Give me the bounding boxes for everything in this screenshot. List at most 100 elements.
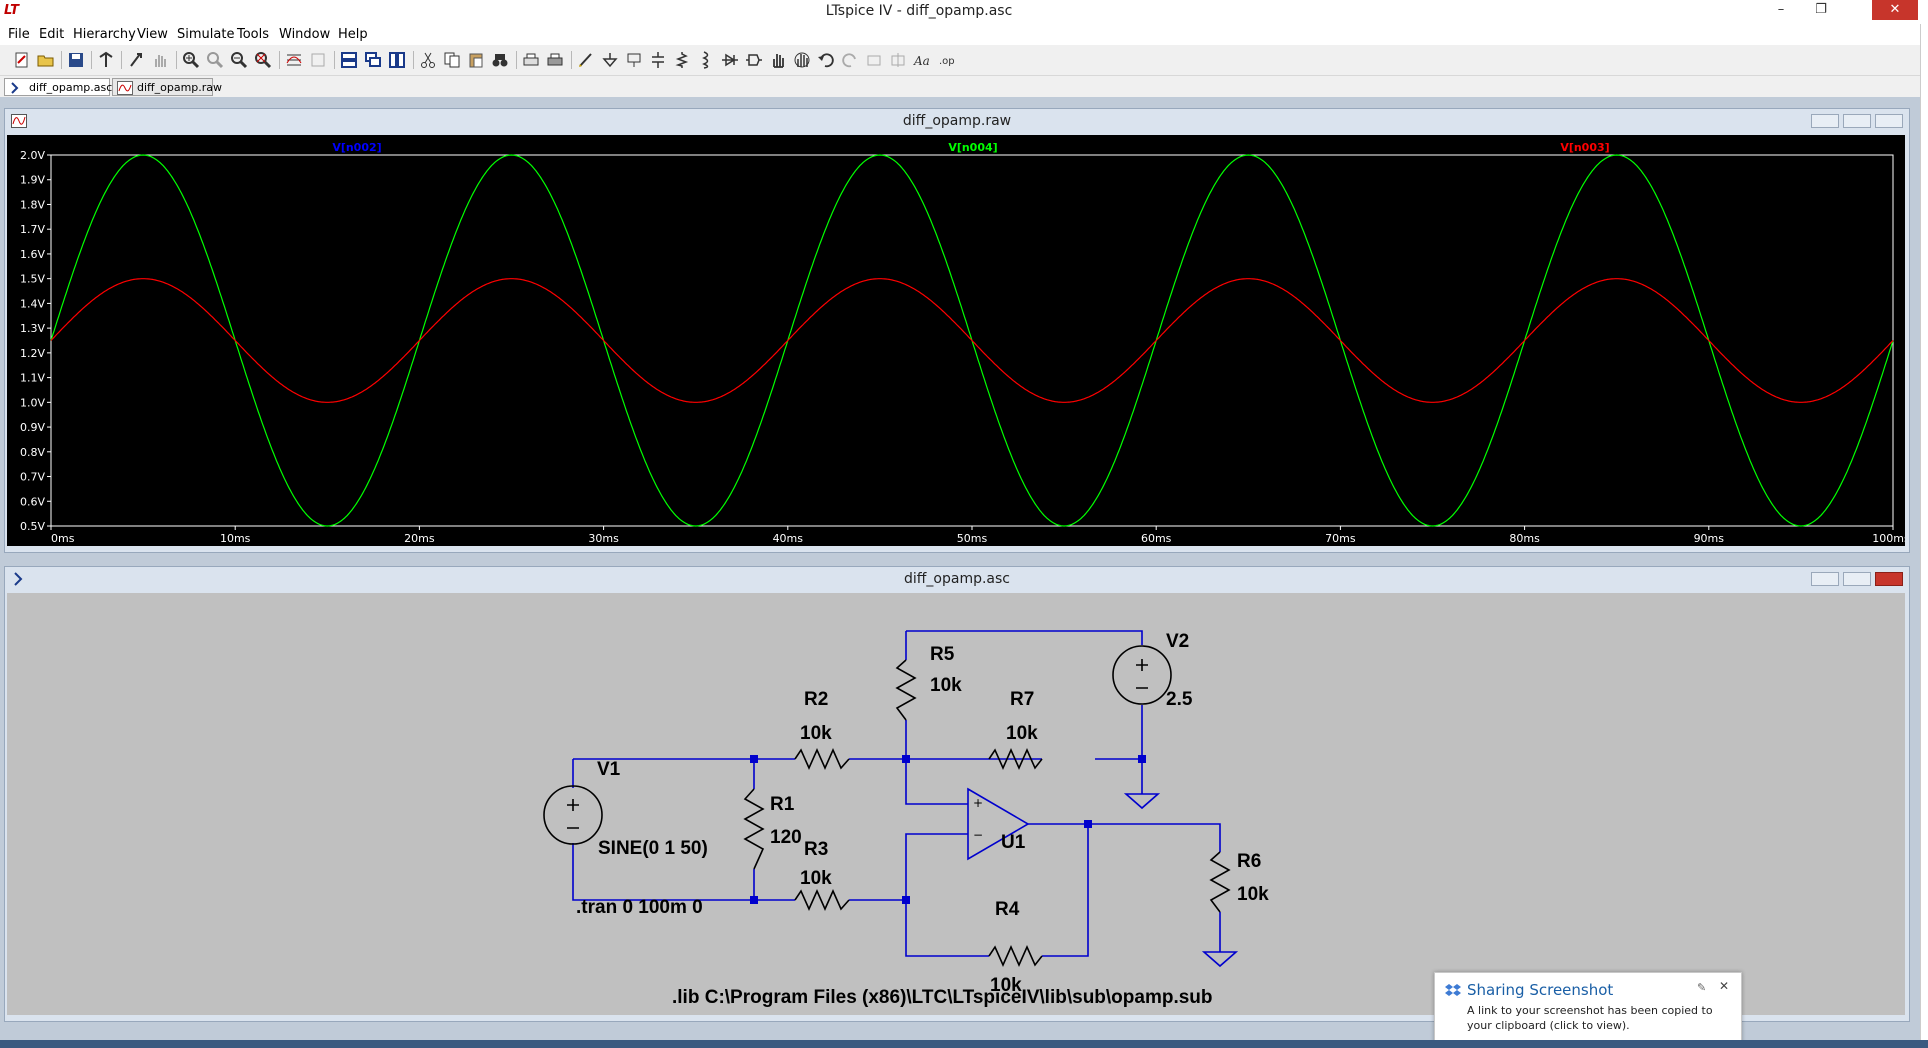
- new-schematic-icon[interactable]: [12, 50, 32, 70]
- waveform-maximize-button[interactable]: [1843, 114, 1871, 128]
- resistors[interactable]: [743, 659, 1231, 967]
- menu-window[interactable]: Window: [279, 27, 331, 42]
- autorange-icon[interactable]: [284, 50, 304, 70]
- app-logo-icon[interactable]: LT: [4, 3, 19, 18]
- ground-icon[interactable]: [600, 50, 620, 70]
- schematic-maximize-button[interactable]: [1843, 572, 1871, 586]
- mirror-icon[interactable]: [888, 50, 908, 70]
- text-icon[interactable]: Aa: [912, 50, 932, 70]
- toolbar: Aa .op: [0, 45, 1928, 76]
- print-preview-icon[interactable]: [521, 50, 541, 70]
- y-tick-label: 0.6V: [20, 495, 45, 508]
- resistor-r2: [794, 748, 850, 770]
- menu-hierarchy[interactable]: Hierarchy: [73, 27, 136, 42]
- schematic-minimize-button[interactable]: [1811, 572, 1839, 586]
- tile-vertical-icon[interactable]: [387, 50, 407, 70]
- save-icon[interactable]: [66, 50, 86, 70]
- pan-hand-icon[interactable]: [150, 50, 170, 70]
- zoom-fit-icon[interactable]: [253, 50, 273, 70]
- resistor-r5: [895, 659, 917, 721]
- y-tick-label: 1.3V: [20, 322, 45, 335]
- schematic-canvas[interactable]: + − V2 2.5 R5 10k R2 10k R7 10k: [7, 593, 1905, 1015]
- menu-edit[interactable]: Edit: [39, 27, 65, 42]
- run-simulation-icon[interactable]: [126, 50, 146, 70]
- y-tick-label: 0.5V: [20, 520, 45, 533]
- y-tick-label: 1.8V: [20, 198, 45, 211]
- open-folder-icon[interactable]: [36, 50, 56, 70]
- zoom-out-icon[interactable]: [229, 50, 249, 70]
- diode-icon[interactable]: [720, 50, 740, 70]
- tile-horizontal-icon[interactable]: [339, 50, 359, 70]
- copy-icon[interactable]: [442, 50, 462, 70]
- restore-button[interactable]: ❐: [1815, 2, 1827, 17]
- title-bar: LT LTspice IV - diff_opamp.asc – ❐ ✕: [0, 0, 1928, 24]
- zoom-back-icon[interactable]: [205, 50, 225, 70]
- label-net-icon[interactable]: [624, 50, 644, 70]
- lib-directive[interactable]: .lib C:\Program Files (x86)\LTC\LTspiceI…: [672, 987, 1213, 1008]
- drag-icon[interactable]: [792, 50, 812, 70]
- legend-trace-n003[interactable]: V[n003]: [1560, 141, 1609, 154]
- print-icon[interactable]: [545, 50, 565, 70]
- legend-trace-n004[interactable]: V[n004]: [948, 141, 997, 154]
- label-r1: R1: [770, 794, 795, 815]
- mark-unref-icon[interactable]: [308, 50, 328, 70]
- y-tick-label: 1.1V: [20, 372, 45, 385]
- menu-simulate[interactable]: Simulate: [177, 27, 235, 42]
- tab-label: diff_opamp.asc: [29, 81, 113, 94]
- cascade-icon[interactable]: [363, 50, 383, 70]
- notification-title: Sharing Screenshot: [1467, 981, 1614, 999]
- component-icon[interactable]: [744, 50, 764, 70]
- notification-close-button[interactable]: ✕: [1719, 979, 1730, 993]
- window-right-edge: [1920, 24, 1928, 1040]
- value-r5: 10k: [930, 675, 962, 696]
- cut-icon[interactable]: [418, 50, 438, 70]
- pin-icon[interactable]: ✎: [1697, 981, 1707, 994]
- ground-symbols: [1123, 783, 1239, 968]
- tab-schematic[interactable]: diff_opamp.asc: [4, 78, 113, 96]
- capacitor-icon[interactable]: [648, 50, 668, 70]
- sharing-notification[interactable]: Sharing Screenshot ✎ ✕ A link to your sc…: [1434, 972, 1742, 1048]
- redo-icon[interactable]: [840, 50, 860, 70]
- voltage-source-v1: [543, 785, 603, 845]
- spice-directive-icon[interactable]: .op: [936, 50, 956, 70]
- draw-wire-icon[interactable]: [576, 50, 596, 70]
- svg-text:Aa: Aa: [913, 54, 930, 68]
- dropbox-icon: [1445, 984, 1461, 996]
- y-tick-label: 1.4V: [20, 297, 45, 310]
- waveform-minimize-button[interactable]: [1811, 114, 1839, 128]
- resistor-r3: [794, 889, 850, 911]
- x-tick-label: 10ms: [220, 532, 251, 545]
- trace-vn003[interactable]: [50, 278, 1894, 403]
- menu-tools[interactable]: Tools: [237, 27, 270, 42]
- menu-help[interactable]: Help: [338, 27, 368, 42]
- move-hand-icon[interactable]: [768, 50, 788, 70]
- control-panel-icon[interactable]: [96, 50, 116, 70]
- tab-waveform[interactable]: diff_opamp.raw: [112, 78, 222, 96]
- schematic-window: diff_opamp.asc: [4, 566, 1910, 1022]
- find-icon[interactable]: [490, 50, 510, 70]
- minimize-button[interactable]: –: [1777, 2, 1785, 17]
- menu-file[interactable]: File: [8, 27, 30, 42]
- zoom-in-icon[interactable]: [181, 50, 201, 70]
- waveform-close-button[interactable]: [1875, 114, 1903, 128]
- undo-icon[interactable]: [816, 50, 836, 70]
- x-tick-label: 50ms: [957, 532, 988, 545]
- x-tick-label: 90ms: [1694, 532, 1725, 545]
- schematic-window-icon[interactable]: [11, 571, 27, 587]
- close-button[interactable]: ✕: [1872, 0, 1918, 20]
- resistor-icon[interactable]: [672, 50, 692, 70]
- tran-directive[interactable]: .tran 0 100m 0: [576, 897, 703, 918]
- value-r3: 10k: [800, 868, 832, 889]
- waveform-window-icon[interactable]: [11, 113, 27, 129]
- waveform-plot[interactable]: 2.0V1.9V1.8V1.7V1.6V1.5V1.4V1.3V1.2V1.1V…: [7, 135, 1905, 546]
- value-v1: SINE(0 1 50): [598, 838, 708, 859]
- opamp-u1[interactable]: + −: [967, 787, 1030, 861]
- window-title: LTspice IV - diff_opamp.asc: [825, 3, 1013, 19]
- inductor-icon[interactable]: [696, 50, 716, 70]
- legend-trace-n002[interactable]: V[n002]: [332, 141, 381, 154]
- rotate-icon[interactable]: [864, 50, 884, 70]
- schematic-close-button[interactable]: [1875, 572, 1903, 586]
- paste-icon[interactable]: [466, 50, 486, 70]
- menu-view[interactable]: View: [137, 27, 168, 42]
